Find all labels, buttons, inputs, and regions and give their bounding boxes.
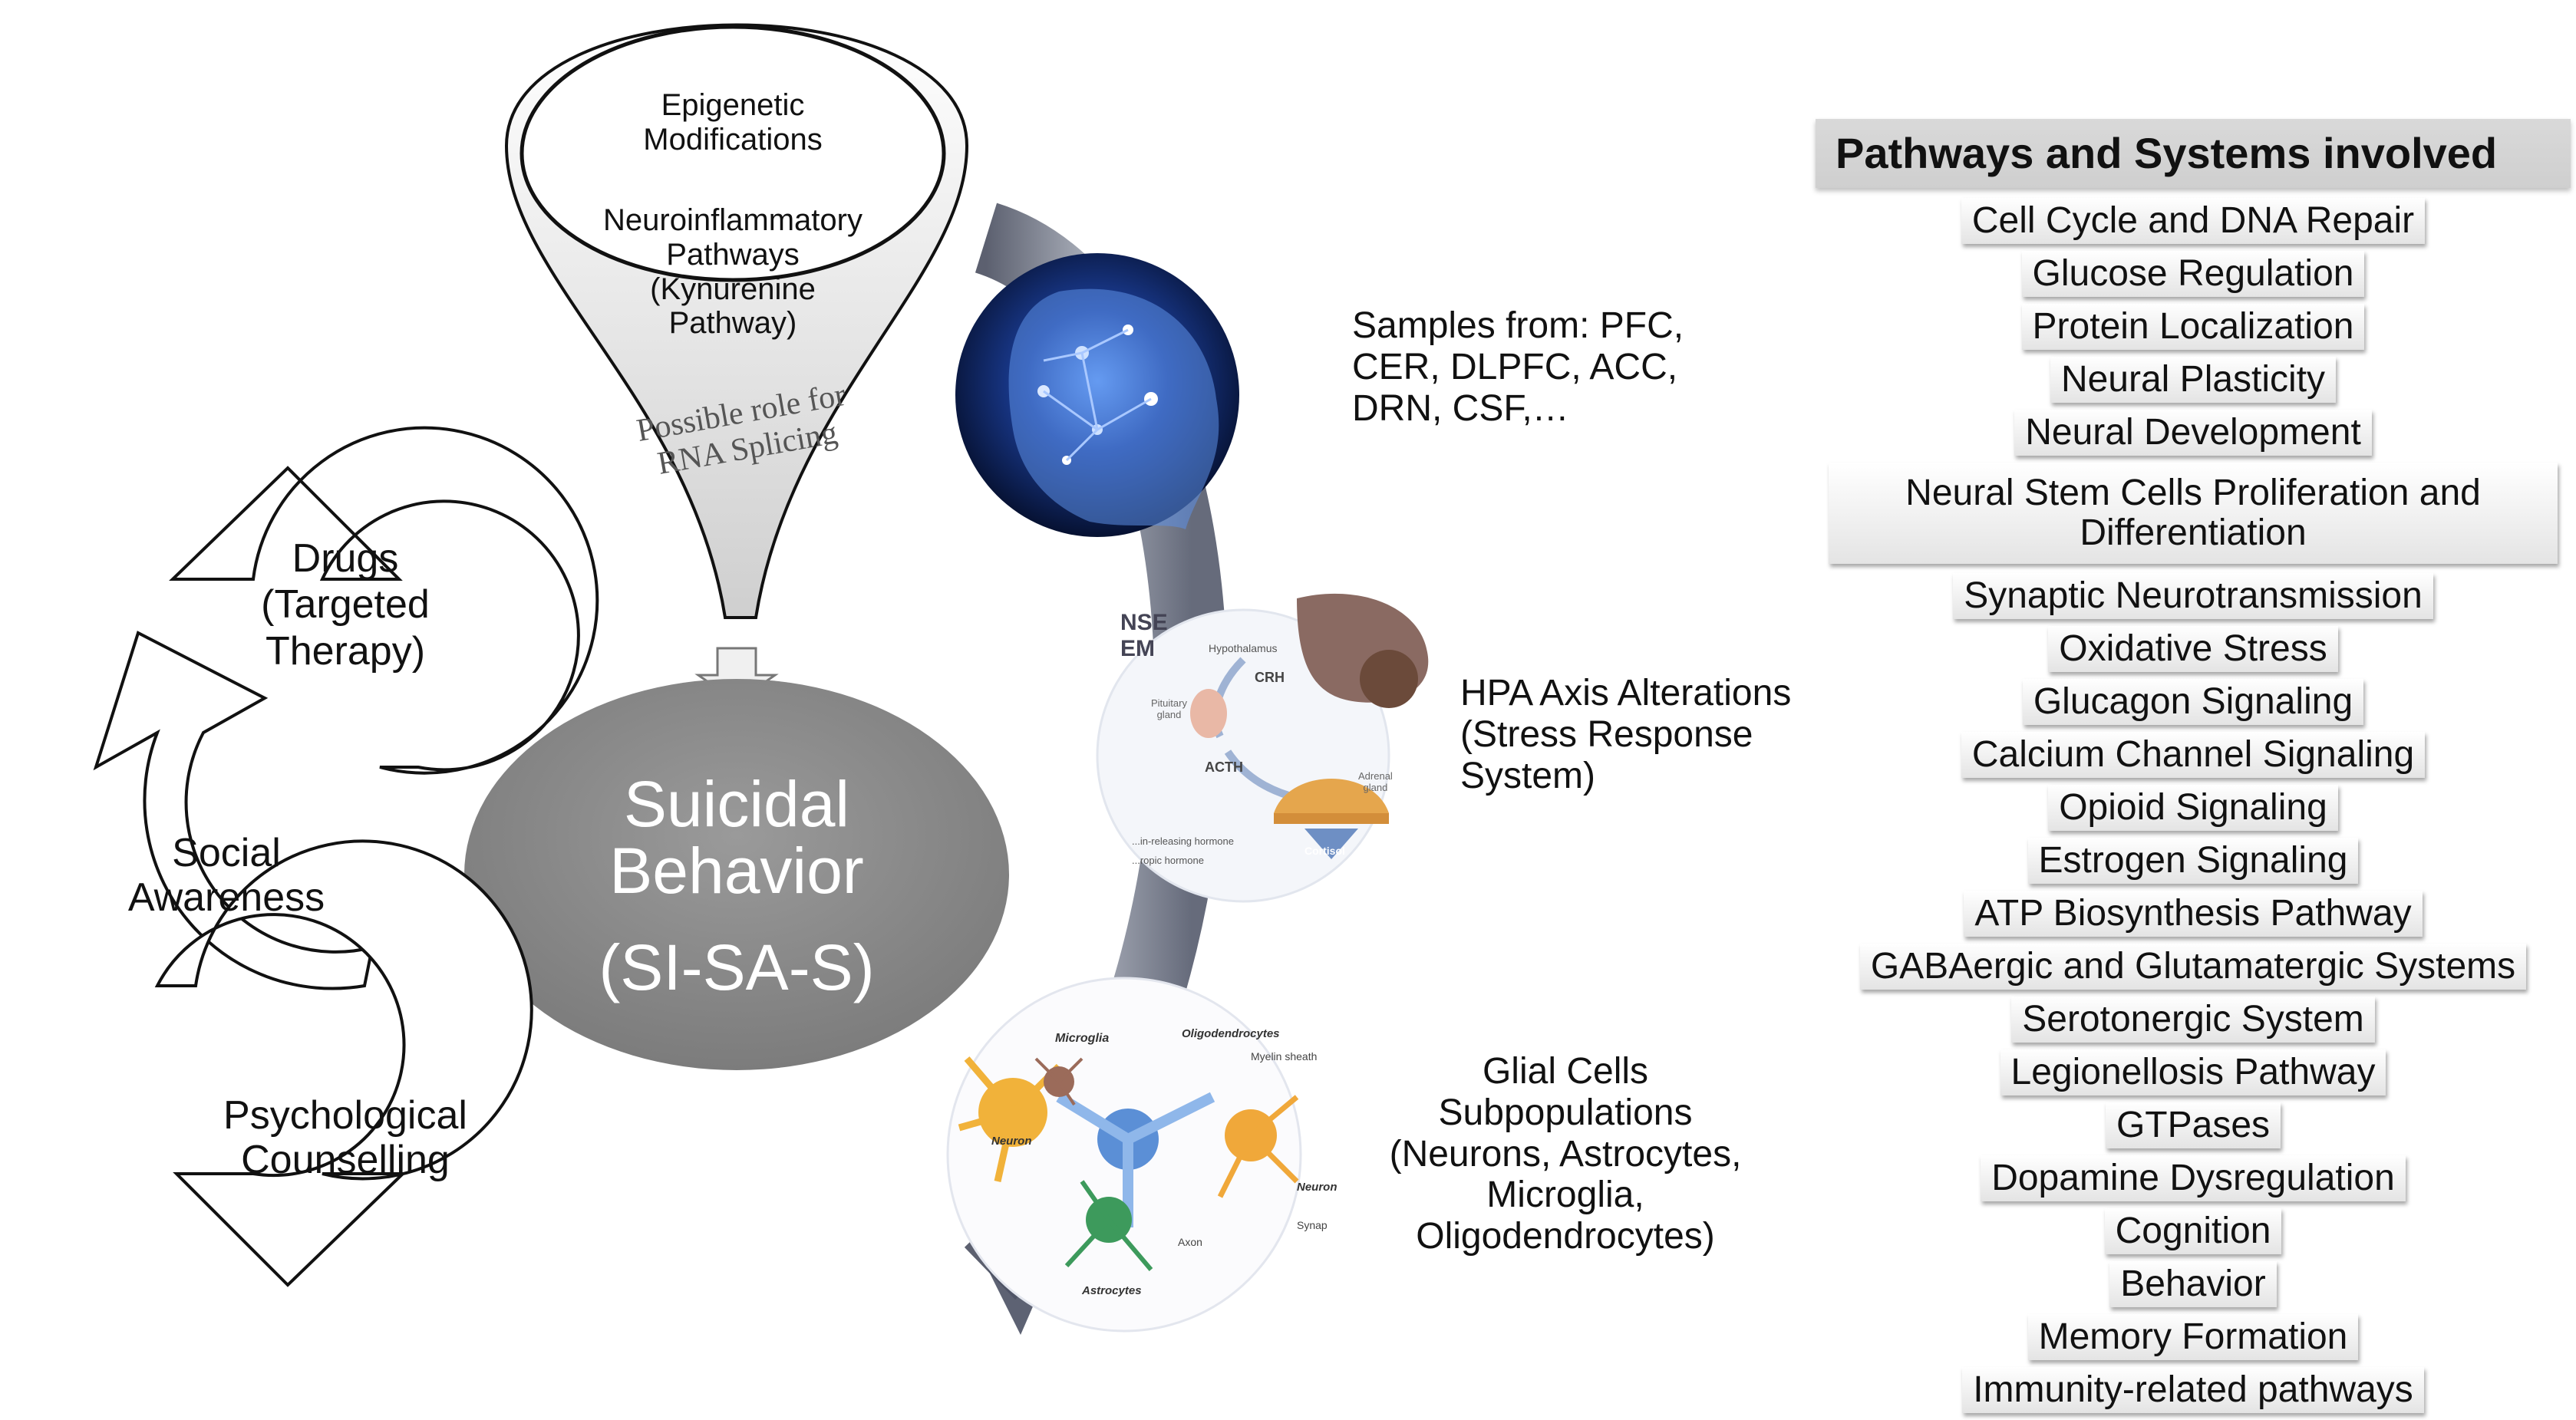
glia-neuron-right: Neuron xyxy=(1297,1181,1337,1194)
funnel-rim xyxy=(519,25,946,282)
pathway-item: Protein Localization xyxy=(2021,304,2365,350)
hpa-adrenal: Adrenal gland xyxy=(1358,770,1393,793)
pathways-list: Cell Cycle and DNA Repair Glucose Regula… xyxy=(1816,198,2571,1420)
pathway-item: Neural Plasticity xyxy=(2050,357,2337,403)
hpa-cortisol: Cortisol xyxy=(1304,845,1345,857)
pathway-item: Legionellosis Pathway xyxy=(2000,1049,2386,1095)
drugs-label: Drugs (Targeted Therapy) xyxy=(261,536,430,674)
pathway-item: GABAergic and Glutamatergic Systems xyxy=(1859,944,2527,990)
neuroinflammatory-label: Neuroinflammatory Pathways (Kynurenine P… xyxy=(603,203,863,341)
glia-oligodendrocytes: Oligodendrocytes xyxy=(1182,1027,1280,1040)
hpa-axis-label: HPA Axis Alterations (Stress Response Sy… xyxy=(1460,673,1792,796)
brain-scan-image xyxy=(955,253,1239,537)
suicidal-line-1: Suicidal xyxy=(623,768,850,840)
glia-axon: Axon xyxy=(1178,1236,1202,1248)
hpa-legend-2: ...ropic hormone xyxy=(1132,855,1204,866)
suicidal-behavior-ellipse xyxy=(464,679,1009,1070)
suicidal-line-3: (SI-SA-S) xyxy=(599,931,875,1003)
pathways-header: Pathways and Systems involved xyxy=(1816,119,2571,188)
pathway-item: Dopamine Dysregulation xyxy=(1981,1155,2406,1201)
cycle-arrow-psych xyxy=(154,839,533,1287)
pathway-item: Serotonergic System xyxy=(2011,997,2375,1043)
hpa-pituitary: Pituitary gland xyxy=(1151,697,1187,720)
hpa-acth: ACTH xyxy=(1205,759,1243,775)
pathway-item: GTPases xyxy=(2105,1102,2281,1148)
suicidal-behavior-label: Suicidal Behavior (SI-SA-S) xyxy=(537,768,936,1003)
samples-label: Samples from: PFC, CER, DLPFC, ACC, DRN,… xyxy=(1352,305,1684,429)
epigenetic-label: Epigenetic Modifications xyxy=(643,88,823,156)
pathway-item: Immunity-related pathways xyxy=(1962,1367,2424,1413)
pathway-item: Synaptic Neurotransmission xyxy=(1953,573,2433,619)
psychological-counselling-label: Psychological Counselling xyxy=(223,1093,467,1183)
hpa-corner-text: NSE EM xyxy=(1120,610,1168,661)
glia-microglia: Microglia xyxy=(1055,1032,1110,1045)
hpa-crh: CRH xyxy=(1255,670,1285,685)
pathway-item: Memory Formation xyxy=(2027,1314,2359,1360)
glia-synapse: Synap xyxy=(1297,1219,1328,1231)
glia-neuron-left: Neuron xyxy=(991,1135,1032,1148)
glial-cells-label: Glial Cells Subpopulations (Neurons, Ast… xyxy=(1389,1051,1742,1257)
glia-astrocytes: Astrocytes xyxy=(1082,1284,1142,1297)
pathway-item: Cognition xyxy=(2104,1208,2282,1254)
social-awareness-label: Social Awareness xyxy=(127,831,325,921)
pathway-item: ATP Biosynthesis Pathway xyxy=(1964,891,2423,937)
pathway-item: Glucose Regulation xyxy=(2021,251,2365,297)
pathway-item: Estrogen Signaling xyxy=(2027,838,2359,884)
pathway-item: Behavior xyxy=(2109,1261,2277,1307)
pathway-item: Glucagon Signaling xyxy=(2022,679,2364,725)
glia-myelin: Myelin sheath xyxy=(1251,1050,1318,1063)
suicidal-line-2: Behavior xyxy=(609,835,864,908)
pathway-item: Calcium Channel Signaling xyxy=(1961,732,2426,778)
cycle-arrows xyxy=(93,426,599,1287)
hpa-axis-image xyxy=(1096,593,1429,903)
pathway-item: Oxidative Stress xyxy=(2048,626,2338,672)
hpa-hypothalamus: Hypothalamus xyxy=(1209,642,1278,654)
cycle-arrow-drugs xyxy=(169,426,599,775)
glial-cells-image xyxy=(946,977,1302,1333)
pathway-item: Neural Stem Cells Proliferation and Diff… xyxy=(1829,463,2558,564)
cycle-arrow-social xyxy=(93,631,374,990)
pathway-item: Cell Cycle and DNA Repair xyxy=(1961,198,2426,244)
hpa-legend-1: ...in-releasing hormone xyxy=(1132,835,1234,847)
funnel-shape xyxy=(504,23,969,619)
pathway-item: Neural Development xyxy=(2014,410,2372,456)
pathway-item: Opioid Signaling xyxy=(2048,785,2338,831)
